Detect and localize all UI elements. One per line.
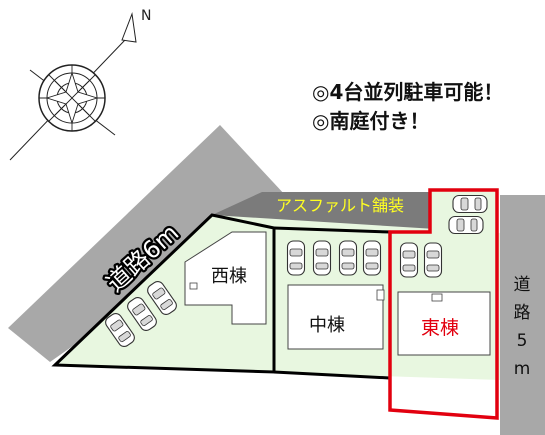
entrance-mark [189, 282, 198, 290]
feature-parking: ◎4台並列駐車可能！ [312, 80, 503, 104]
middle-building-label: 中棟 [309, 315, 345, 336]
entrance-mark [431, 293, 443, 302]
car-icon [448, 215, 484, 235]
middle-building [287, 284, 384, 350]
west-building [184, 231, 267, 325]
car-icon [423, 242, 443, 278]
car-icon [399, 242, 419, 278]
west-road [8, 125, 286, 362]
car-icon [362, 240, 382, 276]
car-icon [312, 240, 332, 276]
east-road [500, 195, 545, 435]
west-building-label: 西棟 [211, 266, 247, 287]
entrance-mark [376, 289, 385, 301]
car-icon [286, 240, 306, 276]
east-building-label: 東棟 [421, 317, 459, 339]
east-road-char-4: m [514, 359, 531, 379]
car-icon [338, 240, 358, 276]
north-label: N [141, 8, 151, 24]
asphalt-label: アスファルト舗装 [276, 196, 404, 215]
car-icon [452, 194, 488, 214]
east-road-char-2: 路 [514, 303, 531, 323]
east-building [397, 291, 491, 356]
east-road-char-3: 5 [517, 331, 528, 351]
east-lot-highlight [388, 188, 499, 420]
compass-rose-icon [9, 12, 137, 161]
feature-south-garden: ◎南庭付き！ [312, 109, 429, 133]
east-road-char-1: 道 [514, 275, 531, 295]
